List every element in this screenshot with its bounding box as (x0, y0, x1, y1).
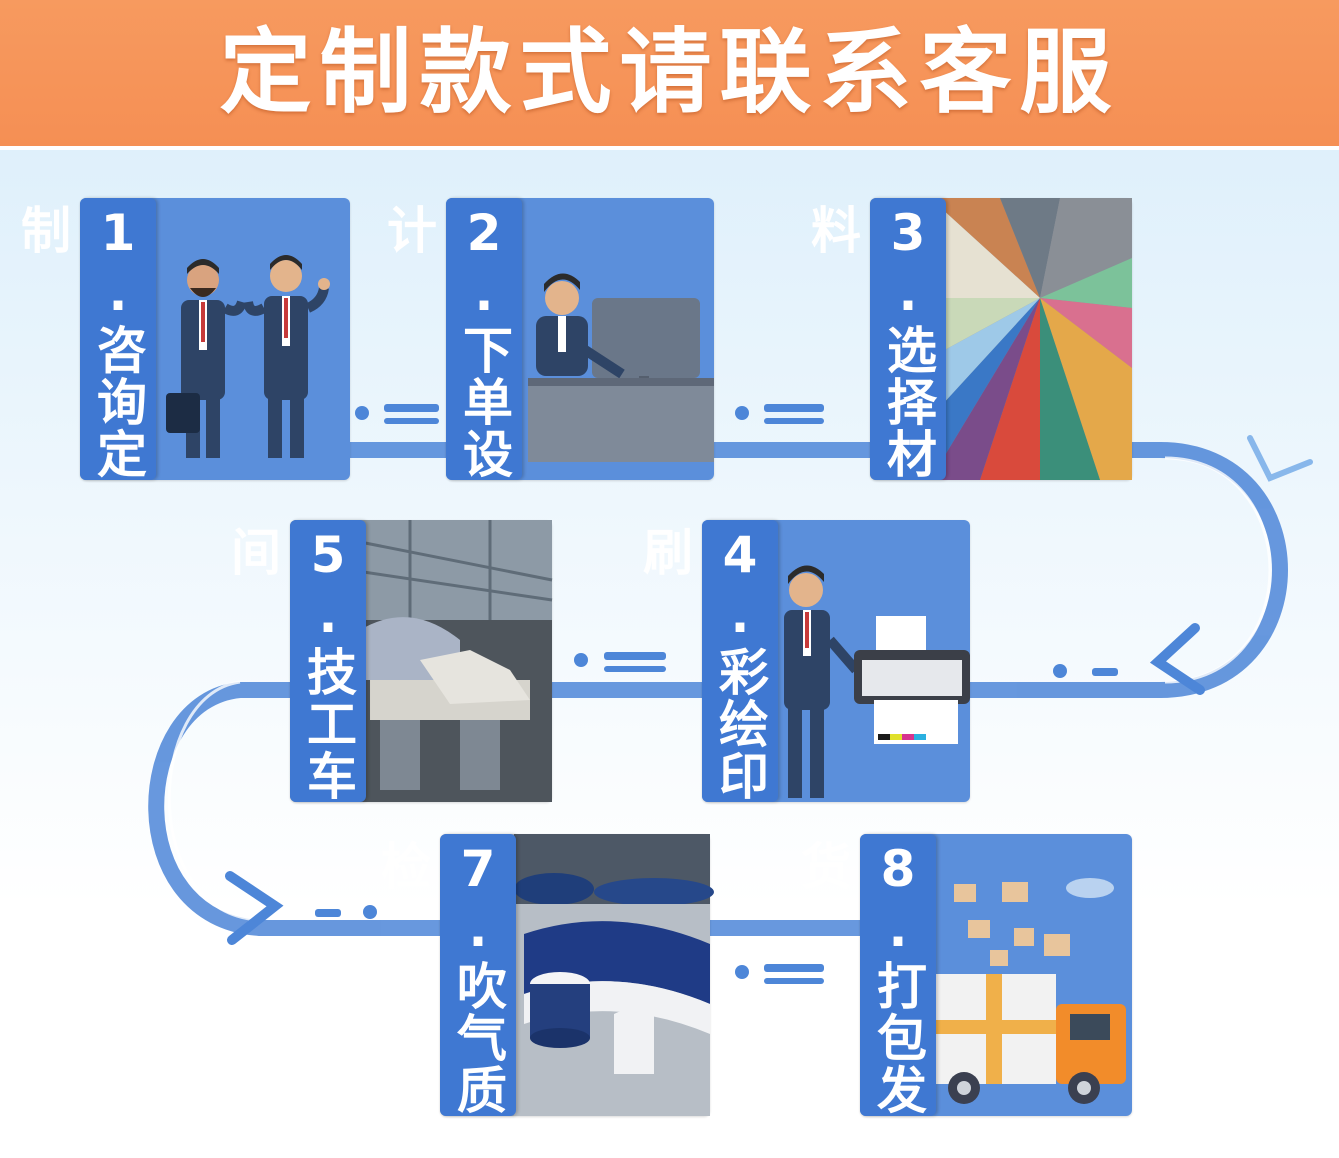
step-workshop: 5.技工车间 (223, 520, 553, 802)
inflatable-inspection-icon (514, 834, 714, 1116)
header-banner: 定制款式请联系客服 (0, 0, 1339, 149)
step-label: 7.吹气质检 (373, 834, 516, 1116)
fabric-swatch-fan-icon (930, 198, 1132, 480)
page-title: 定制款式请联系客服 (219, 19, 1120, 126)
step-color-printing: 4.彩绘印刷 (635, 520, 970, 802)
step-pack-ship: 8.打包发货 (793, 834, 1132, 1116)
step-inflation-inspection: 7.吹气质检 (373, 834, 714, 1116)
consultation-businessmen-icon (166, 255, 330, 458)
step-select-material: 3.选择材料 (803, 198, 1132, 480)
arrow-head-icon (225, 871, 284, 945)
step-label: 2.下单设计 (379, 198, 522, 480)
sewing-workshop-icon (349, 520, 553, 802)
step-order-design: 2.下单设计 (379, 198, 714, 480)
step-label: 5.技工车间 (223, 520, 366, 802)
step-label: 1.咨询定制 (13, 198, 156, 480)
delivery-truck-icon (936, 878, 1126, 1104)
designer-at-computer-icon (528, 273, 714, 462)
step-label: 4.彩绘印刷 (635, 520, 778, 802)
arrow-head-icon (1149, 623, 1205, 695)
step-label: 8.打包发货 (793, 834, 936, 1116)
step-label: 3.选择材料 (803, 198, 946, 480)
printer-operator-icon (784, 565, 970, 798)
arrow-head-icon (1247, 435, 1313, 482)
step-consultation: 1.咨询定制 (13, 198, 350, 480)
